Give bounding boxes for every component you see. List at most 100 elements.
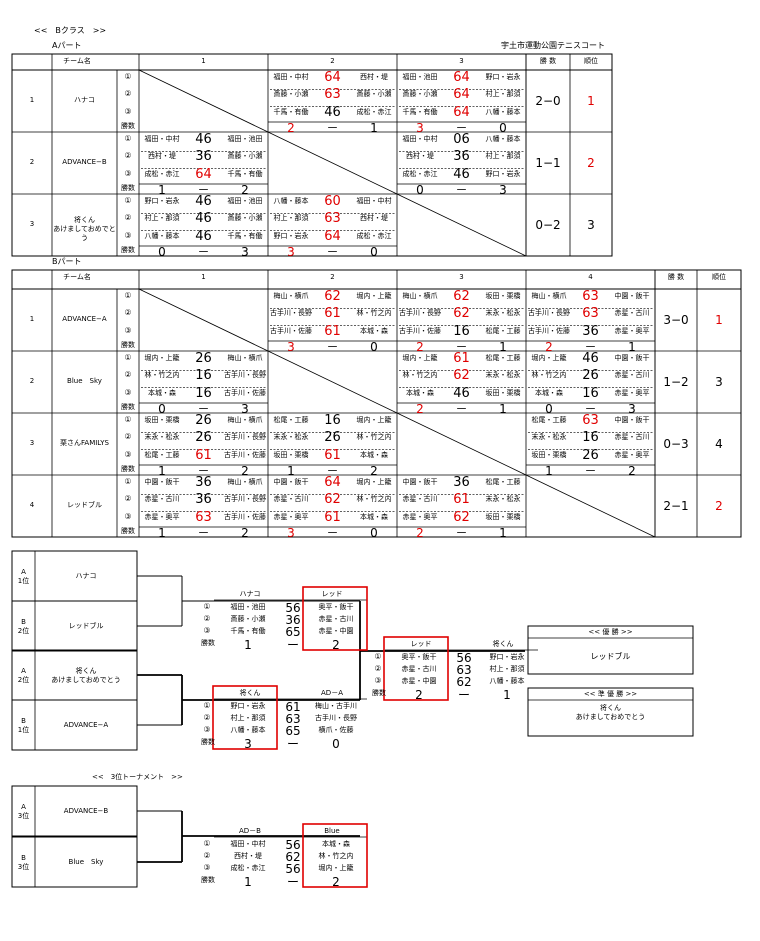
wins-right: 2 <box>628 464 636 478</box>
pair-right: 本城・森 <box>360 326 388 335</box>
wins-left: 2 <box>416 402 424 416</box>
wins-label: 勝数 <box>201 639 215 647</box>
partB-col-number: 2 <box>330 273 335 281</box>
pair-left: 千馬・有働 <box>230 627 266 635</box>
pair-left: 林・竹之内 <box>531 371 567 380</box>
pair-left: 野口・岩永 <box>144 197 180 205</box>
set-score: 26 <box>582 368 599 384</box>
match-number: ② <box>124 89 132 99</box>
pair-left: 坂田・栗橋 <box>531 450 567 459</box>
set-score: 06 <box>453 132 470 147</box>
set-score: 16 <box>195 385 212 401</box>
pair-left: 八幡・藤本 <box>144 231 180 240</box>
set-score: 46 <box>195 211 212 227</box>
wins-right: 0 <box>499 121 507 135</box>
wins-dash: － <box>326 121 339 135</box>
pair-right: 八幡・藤本 <box>489 677 525 685</box>
pair-left: 中園・飯干 <box>144 478 180 486</box>
set-score: 46 <box>582 351 599 366</box>
pair-right: 松尾・工藤 <box>485 354 521 362</box>
wins-dash: － <box>584 340 597 354</box>
partA-diagonal <box>138 69 269 133</box>
pair-left: 西村・堤 <box>406 152 434 161</box>
wins-dash: － <box>197 245 210 259</box>
set-score: 16 <box>324 413 341 428</box>
pair-left: 西村・堤 <box>148 152 176 161</box>
pair-right: 赤星・奥平 <box>614 326 650 335</box>
pair-right: 千馬・有働 <box>227 231 263 240</box>
match-head-left: ハナコ <box>239 590 261 598</box>
set-score: 63 <box>324 87 341 103</box>
pair-left: 赤星・奥平 <box>273 512 309 521</box>
pair-right: 末永・松永 <box>485 309 521 318</box>
seed-position: A 1位 <box>17 568 30 585</box>
set-score: 62 <box>453 289 470 304</box>
pair-right: 福田・中村 <box>356 197 392 205</box>
part-b-title: Bパート <box>52 257 82 266</box>
pair-right: 赤星・古川 <box>614 309 650 318</box>
seed-position: A 3位 <box>17 803 30 820</box>
pair-left: 斎藤・小瀬 <box>273 90 309 99</box>
team-number: 4 <box>29 501 35 509</box>
set-score: 56 <box>456 651 472 665</box>
wins-label: 勝数 <box>121 246 135 254</box>
wins-left: 3 <box>287 526 295 540</box>
pair-left: 奥平・飯干 <box>401 653 437 661</box>
match-number: ③ <box>203 626 211 635</box>
pair-left: 古手川・佐藤 <box>399 326 441 335</box>
pair-right: 福田・池田 <box>227 197 263 205</box>
set-score: 16 <box>582 430 599 446</box>
team-record: 1−2 <box>663 375 689 389</box>
runnerup-team: 将くん あけましておめでとう <box>575 704 646 721</box>
pair-right: 松尾・工藤 <box>485 326 521 335</box>
set-score: 63 <box>582 306 599 322</box>
match-head-right: AD－A <box>321 689 343 697</box>
wins-dash: － <box>197 402 210 416</box>
pair-right: 赤星・奥平 <box>614 388 650 397</box>
partB-diagonal <box>138 288 269 352</box>
wins-right: 1 <box>499 340 507 354</box>
match-number: ② <box>374 664 382 673</box>
partB-diagonal <box>267 350 398 414</box>
pair-right: 中園・飯干 <box>614 354 650 362</box>
wins-left: 2 <box>287 121 295 135</box>
pair-left: 古手川・長野 <box>270 309 312 318</box>
wins-right: 2 <box>332 875 340 889</box>
set-score: 36 <box>195 492 212 508</box>
team-rank: 3 <box>587 218 595 232</box>
wins-right: 2 <box>370 464 378 478</box>
team-rank: 1 <box>587 94 595 108</box>
wins-dash: － <box>455 340 468 354</box>
pair-left: 古手川・佐藤 <box>528 326 570 335</box>
wins-label: 勝数 <box>372 689 386 697</box>
match-number: ③ <box>203 725 211 734</box>
team-name: 栗さんFAMILYS <box>60 439 109 447</box>
set-score: 36 <box>453 475 470 490</box>
partB-col-number: 4 <box>588 273 593 281</box>
match-number: ① <box>124 134 132 143</box>
pair-left: 林・竹之内 <box>402 371 438 380</box>
pair-right: 堀内・上籠 <box>356 478 392 486</box>
pair-right: 林・竹之内 <box>356 433 392 442</box>
pair-right: 古手川・長野 <box>224 495 266 504</box>
pair-left: 福田・中村 <box>273 73 309 81</box>
pair-right: 古手川・長野 <box>315 714 357 722</box>
partB-wins-header: 勝 数 <box>667 273 685 281</box>
pair-left: 末永・松永 <box>531 433 567 442</box>
wins-right: 1 <box>499 402 507 416</box>
set-score: 36 <box>453 149 470 165</box>
team-rank: 2 <box>715 499 723 513</box>
match-number: ③ <box>124 325 132 335</box>
wins-left: 2 <box>416 526 424 540</box>
pair-left: 福田・中村 <box>144 135 180 143</box>
pair-right: 横爪・佐藤 <box>318 726 354 734</box>
match-head-left: レッド <box>410 640 432 648</box>
wins-left: 3 <box>416 121 424 135</box>
third-place-title: << 3位トーナメント >> <box>92 773 183 781</box>
pair-right: 林・竹之内 <box>318 852 354 860</box>
pair-left: 赤星・古川 <box>273 495 309 504</box>
pair-left: 梅山・横爪 <box>273 292 309 300</box>
match-number: ① <box>124 72 132 81</box>
pair-left: 堀内・上籠 <box>531 354 567 362</box>
part-a-title: Aパート <box>52 41 82 50</box>
